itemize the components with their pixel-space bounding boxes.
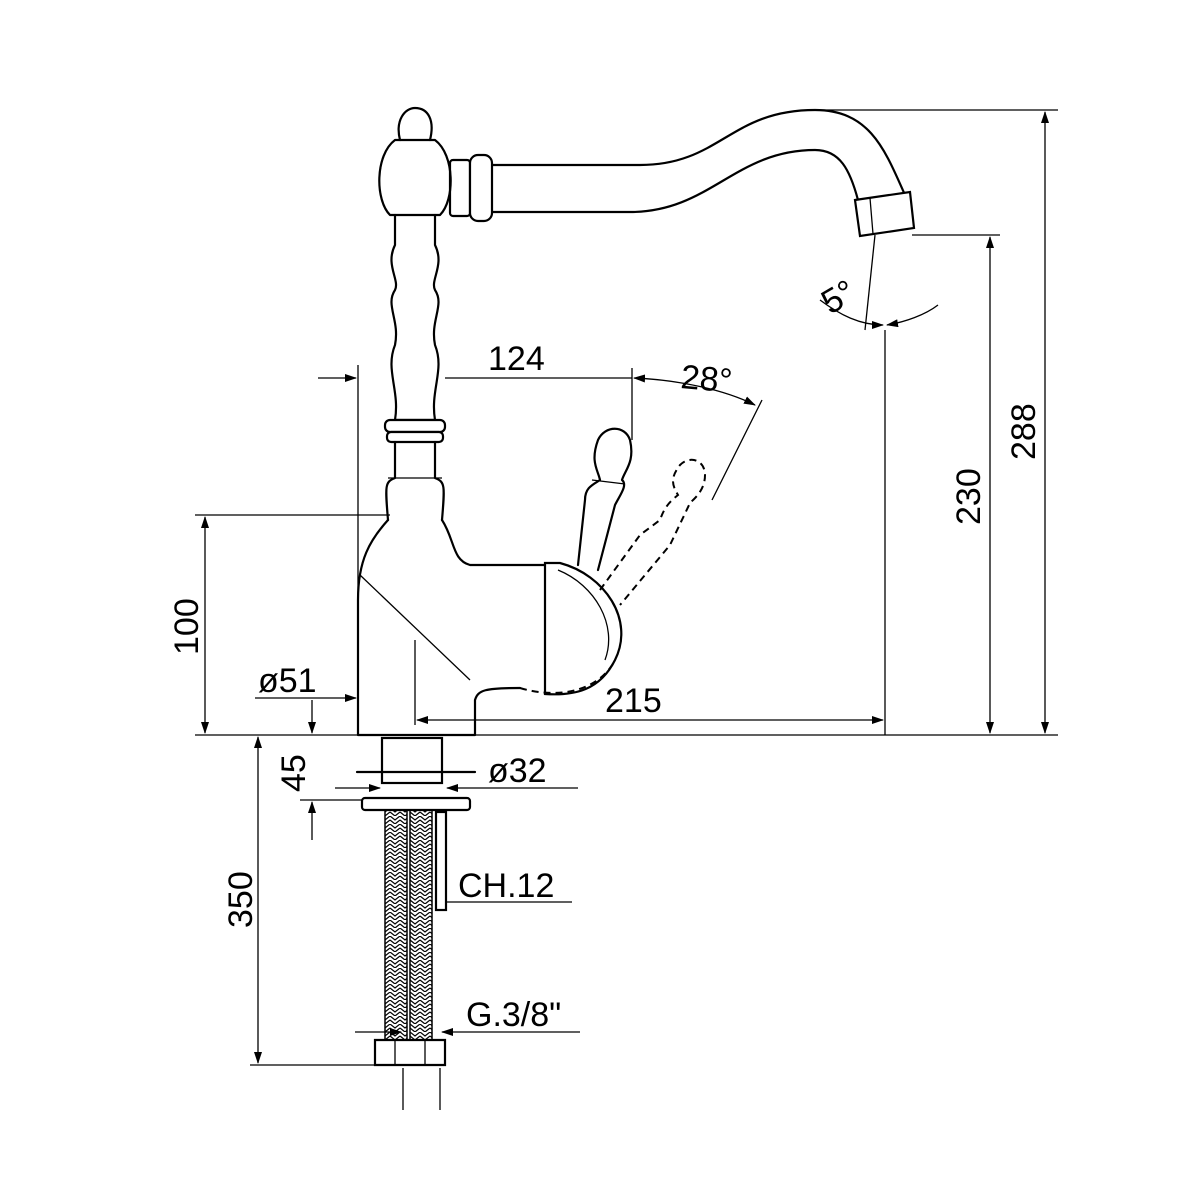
dimension-lever-reach: 124 <box>488 340 545 378</box>
lever-handle <box>576 427 707 606</box>
column <box>378 106 452 522</box>
mixer-body <box>356 518 623 737</box>
spout-collar <box>448 153 494 223</box>
dimension-shank-diameter: ø32 <box>488 752 547 790</box>
dimension-lines <box>195 109 1058 1110</box>
spout <box>490 108 916 238</box>
lever-angle-label: 28° <box>679 358 734 400</box>
dimension-total-height: 288 <box>1005 403 1043 460</box>
dimension-hose-length: 350 <box>222 871 260 928</box>
spout-angle-label: 5° <box>815 273 862 322</box>
dimension-body-height: 100 <box>168 598 206 655</box>
dimension-spout-height: 230 <box>950 468 988 525</box>
supply-hoses <box>355 736 477 1067</box>
dimension-base-diameter: ø51 <box>258 662 317 700</box>
dimension-shank-length: 45 <box>275 754 313 792</box>
connection-thread-label: G.3/8" <box>466 996 561 1034</box>
dimension-spout-reach: 215 <box>605 682 662 720</box>
wrench-size-label: CH.12 <box>458 867 554 905</box>
